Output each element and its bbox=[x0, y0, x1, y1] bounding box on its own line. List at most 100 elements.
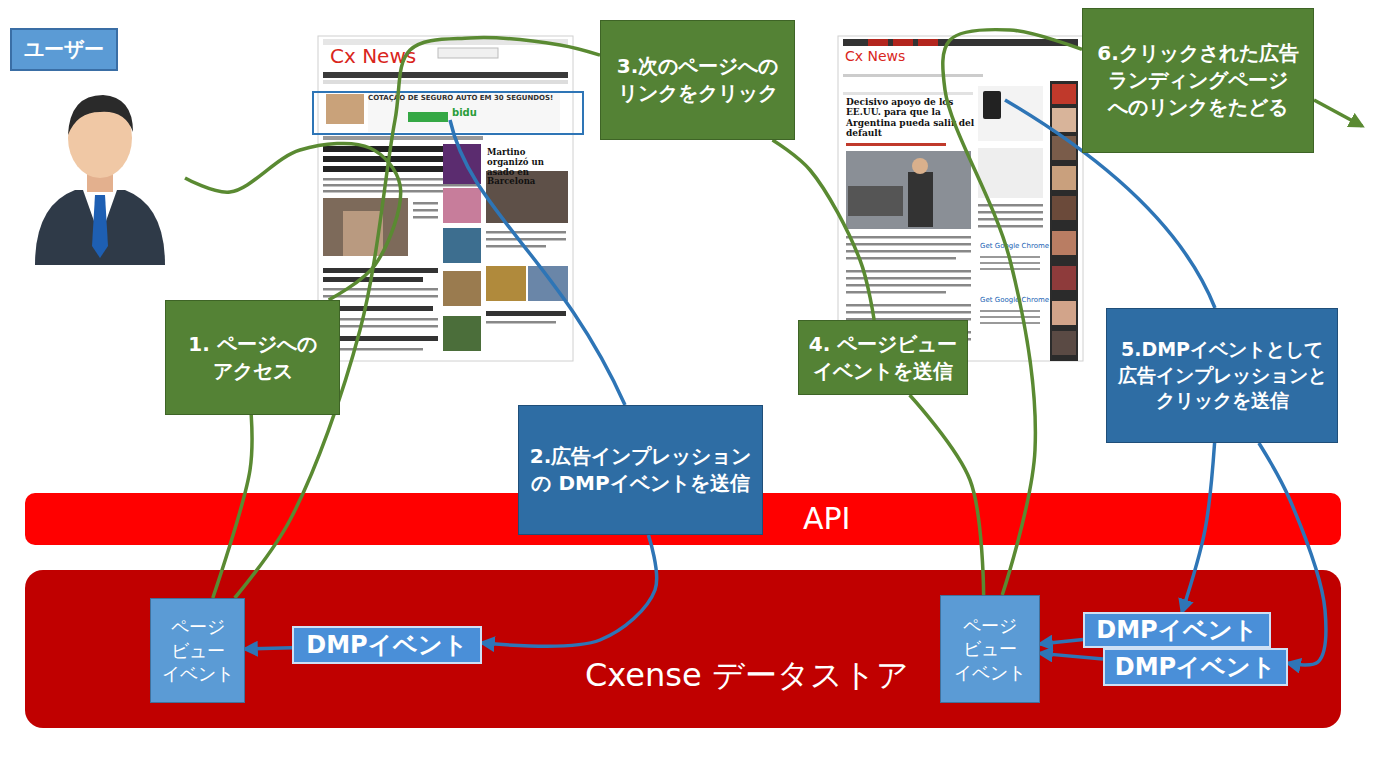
text-line bbox=[978, 211, 1043, 214]
nav-bar bbox=[323, 80, 568, 84]
thumbnail bbox=[443, 271, 481, 306]
step-box: 4. ページビュー イベントを送信 bbox=[798, 320, 968, 395]
thumbnail bbox=[1052, 331, 1076, 355]
headline-bar bbox=[323, 277, 423, 282]
thumbnail bbox=[1052, 301, 1076, 325]
thumbnail bbox=[1052, 108, 1076, 132]
page-text: Decisivo apoyo de los EE.UU. para que la… bbox=[846, 97, 981, 138]
headline-bar bbox=[323, 166, 443, 172]
node-text: ページ ビュー イベント bbox=[952, 614, 1028, 684]
photo bbox=[846, 151, 971, 229]
text-line bbox=[843, 92, 973, 95]
nav-tab bbox=[918, 39, 938, 46]
node-text: 5.DMPイベントとして 広告インプレッションと クリックを送信 bbox=[1113, 337, 1331, 414]
text-line bbox=[486, 321, 556, 324]
text-line bbox=[978, 225, 1043, 228]
text-line bbox=[323, 136, 483, 140]
page-text: bidu bbox=[452, 107, 477, 119]
text-line bbox=[323, 295, 438, 298]
step-box: 3.次のページへの リンクをクリック bbox=[600, 20, 795, 140]
text-line bbox=[846, 236, 971, 239]
text-line bbox=[323, 318, 438, 321]
text-line bbox=[978, 218, 1043, 221]
event-box: ページ ビュー イベント bbox=[150, 598, 245, 703]
text-line bbox=[980, 262, 1040, 264]
node-text: Cxense データストア bbox=[585, 654, 909, 697]
node-text: 3.次のページへの リンクをクリック bbox=[609, 53, 786, 107]
page-text: Get Google Chrome bbox=[980, 242, 1049, 250]
thumbnail bbox=[443, 188, 481, 223]
text-line bbox=[846, 257, 956, 260]
actor: ユーザー bbox=[10, 28, 185, 273]
text-line bbox=[323, 288, 438, 291]
text-line bbox=[846, 311, 971, 314]
event-box: DMPイベント bbox=[1083, 612, 1271, 648]
nav-bar bbox=[843, 39, 1078, 46]
text-line bbox=[846, 243, 971, 246]
event-box: ページ ビュー イベント bbox=[940, 595, 1040, 703]
headline-bar bbox=[323, 336, 438, 341]
thumbnail bbox=[486, 266, 526, 301]
text-line bbox=[980, 268, 1040, 270]
event-box: DMPイベント bbox=[292, 626, 482, 664]
text-line bbox=[846, 277, 971, 280]
node-text: DMPイベント bbox=[1115, 651, 1276, 683]
text-line bbox=[980, 322, 1040, 324]
nav-tab bbox=[868, 39, 888, 46]
ad-button bbox=[408, 112, 448, 122]
user-figure bbox=[35, 95, 165, 265]
photo bbox=[908, 172, 933, 227]
node-text: 2.広告インプレッション の DMPイベントを送信 bbox=[527, 443, 754, 497]
thumbnail bbox=[1052, 166, 1076, 190]
text-line bbox=[323, 190, 463, 193]
text-line bbox=[846, 304, 971, 307]
step-box: 2.広告インプレッション の DMPイベントを送信 bbox=[518, 405, 763, 535]
sidebar-strip bbox=[1050, 81, 1078, 361]
node-text: DMPイベント bbox=[306, 629, 467, 661]
user-tie bbox=[92, 195, 108, 258]
node-text: DMPイベント bbox=[1096, 614, 1257, 646]
page-bg bbox=[838, 36, 1083, 361]
exit-arrow bbox=[1314, 100, 1362, 126]
node-text: 4. ページビュー イベントを送信 bbox=[807, 331, 959, 385]
ad-banner bbox=[368, 92, 560, 132]
thumbnail bbox=[443, 144, 481, 184]
headline-bar bbox=[486, 311, 566, 316]
text-line bbox=[323, 184, 478, 187]
node-text: 1. ページへの アクセス bbox=[174, 331, 331, 385]
thumbnail bbox=[528, 266, 568, 301]
ad-block bbox=[978, 86, 1043, 141]
web-page bbox=[318, 36, 573, 361]
step-box: 5.DMPイベントとして 広告インプレッションと クリックを送信 bbox=[1106, 308, 1338, 443]
ad-highlight bbox=[313, 92, 583, 134]
text-line bbox=[323, 325, 438, 328]
page-text: Cx News bbox=[330, 44, 416, 68]
sidebar-box bbox=[978, 148, 1043, 198]
text-line bbox=[846, 291, 946, 294]
node-text: ページ ビュー イベント bbox=[160, 615, 235, 685]
step-box: 1. ページへの アクセス bbox=[165, 300, 340, 415]
photo bbox=[343, 211, 383, 256]
thumbnail bbox=[1052, 196, 1076, 220]
text-line bbox=[843, 74, 983, 77]
nav-tab bbox=[893, 39, 913, 46]
photo bbox=[323, 198, 408, 256]
search-box bbox=[438, 48, 498, 58]
flow-connector bbox=[185, 143, 401, 300]
text-line bbox=[486, 231, 566, 234]
phone-image bbox=[983, 91, 1001, 119]
text-line bbox=[413, 216, 438, 219]
thumbnail bbox=[1052, 266, 1076, 290]
text-line bbox=[980, 256, 1040, 258]
text-line bbox=[846, 284, 971, 287]
page-text: Cx News bbox=[845, 48, 905, 65]
thumbnail bbox=[1052, 231, 1076, 255]
photo bbox=[848, 186, 903, 216]
web-page bbox=[838, 36, 1083, 361]
subhead-line bbox=[846, 143, 946, 146]
text-line bbox=[980, 316, 1040, 318]
leader-line bbox=[450, 120, 625, 405]
node-text: ユーザー bbox=[10, 28, 118, 71]
nav-bar bbox=[323, 72, 568, 78]
node-text: 6.クリックされた広告 ランディングページ へのリンクをたどる bbox=[1091, 40, 1305, 121]
